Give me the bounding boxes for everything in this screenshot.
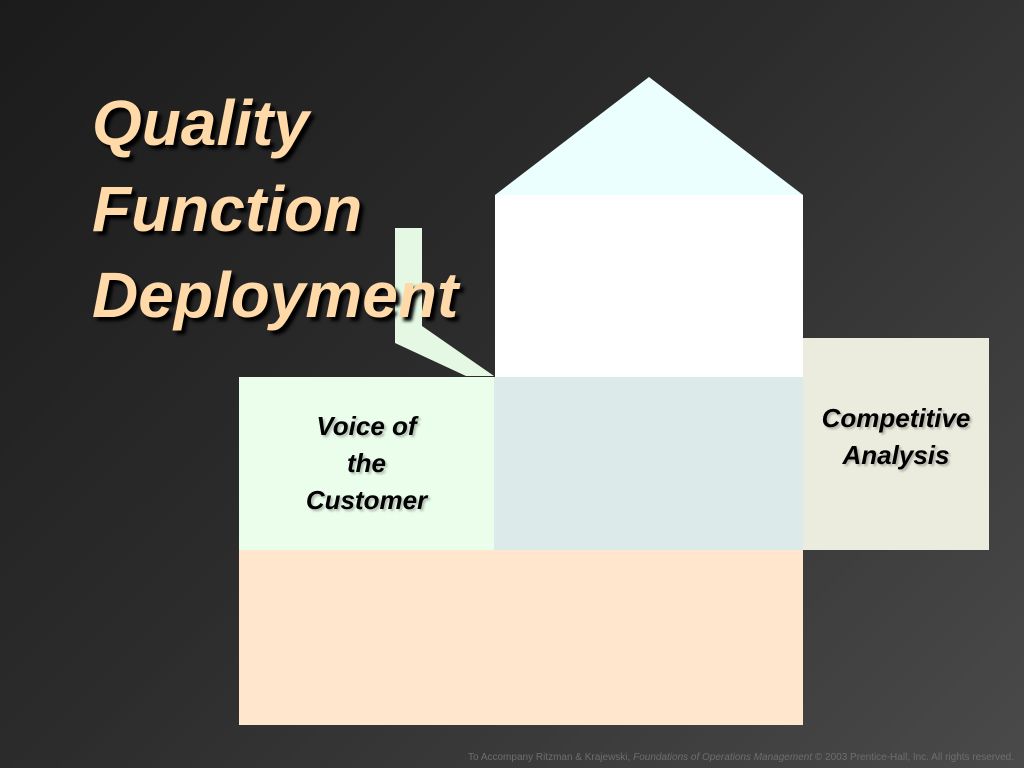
footer-suffix: © 2003 Prentice-Hall, Inc. All rights re…: [812, 752, 1014, 763]
copyright-footer: To Accompany Ritzman & Krajewski, Founda…: [468, 752, 1014, 763]
roof: [495, 77, 803, 195]
foundation-room: [239, 550, 803, 725]
voice-of-customer-line-2: the: [347, 448, 386, 478]
competitive-analysis-room: [803, 338, 989, 550]
competitive-analysis-line-1: Competitive: [821, 403, 971, 433]
chimney: [395, 228, 494, 376]
voice-of-customer-line-3: Customer: [305, 485, 428, 515]
slide-title: Quality Function Deployment: [92, 80, 458, 338]
competitive-analysis-line-2: Analysis: [842, 440, 950, 470]
voice-of-customer-label: Voice of the Customer: [239, 408, 494, 519]
voice-of-customer-room: [239, 377, 494, 550]
title-line-1: Quality: [92, 87, 309, 159]
footer-prefix: To Accompany Ritzman & Krajewski,: [468, 752, 634, 763]
upper-room: [495, 195, 803, 377]
voice-of-customer-line-1: Voice of: [316, 411, 417, 441]
title-line-2: Function: [92, 173, 363, 245]
title-line-3: Deployment: [92, 259, 459, 331]
competitive-analysis-label: Competitive Analysis: [803, 400, 989, 474]
center-room: [494, 377, 803, 550]
footer-book-title: Foundations of Operations Management: [633, 752, 813, 763]
